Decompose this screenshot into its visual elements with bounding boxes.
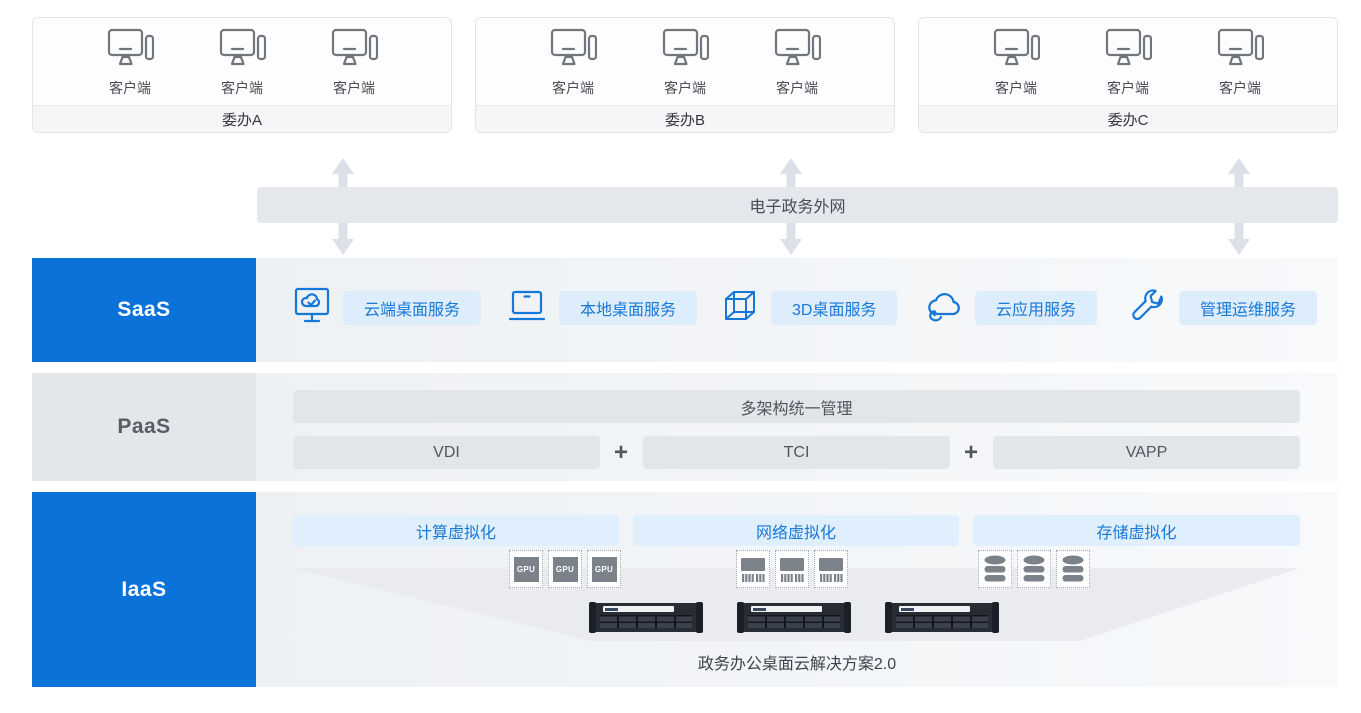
client-group-a-title: 委办A [33,105,451,132]
rack-server [737,602,851,633]
server-logo [605,607,618,611]
multi-arch-management-bar: 多架构统一管理 [293,390,1300,423]
rack-server [885,602,999,633]
client-device-icon [661,27,710,74]
gpu-chip-group: GPU GPU GPU [509,550,621,588]
client: 客户端 [773,27,822,98]
service-pill: 云端桌面服务 [343,291,482,325]
client-label: 客户端 [1107,80,1149,96]
laptop-icon [508,288,546,329]
client: 客户端 [1104,27,1153,98]
client-device-icon [1216,27,1265,74]
server-ear [885,602,892,633]
cloud-desktop-icon [294,286,330,331]
client-device-icon [773,27,822,74]
server-drive-bays [748,615,840,628]
storage-virtualization-bar: 存储虚拟化 [973,515,1300,546]
service-pill: 管理运维服务 [1179,291,1318,325]
service-3d-desktop: 3D桌面服务 [722,287,898,330]
vapp-bar: VAPP [993,436,1300,469]
client-label: 客户端 [333,80,375,96]
database-disk-icon [978,550,1012,588]
client-group-c-title: 委办C [919,105,1337,132]
network-card-icon [736,550,770,588]
service-pill: 3D桌面服务 [771,291,898,325]
rack-server [589,602,703,633]
vdi-bar: VDI [293,436,600,469]
database-disk-icon [1056,550,1090,588]
service-ops-management: 管理运维服务 [1130,287,1318,330]
cloud-app-icon [924,288,962,329]
client: 客户端 [661,27,710,98]
client-device-icon [330,27,379,74]
server-drive-bays [896,615,988,628]
nic-group [736,550,848,588]
server-label-strip [899,606,970,612]
server-ear [737,602,744,633]
gpu-chip-icon: GPU [509,550,543,588]
server-drive-bays [600,615,692,628]
client-group-b-title: 委办B [476,105,894,132]
service-pill: 本地桌面服务 [559,291,698,325]
solution-caption: 政务办公桌面云解决方案2.0 [697,656,897,673]
gpu-chip-icon: GPU [548,550,582,588]
gpu-chip-icon: GPU [587,550,621,588]
network-card-icon [814,550,848,588]
server-ear [696,602,703,633]
server-label-strip [603,606,674,612]
server-ear [992,602,999,633]
client-group-a: 客户端 客户端 客户端 委办A [32,17,452,133]
wrench-icon [1130,287,1166,330]
client-label: 客户端 [552,80,594,96]
client-group-c: 客户端 客户端 客户端 委办C [918,17,1338,133]
network-card-icon [775,550,809,588]
saas-layer-label: SaaS [32,258,256,362]
server-ear [844,602,851,633]
server-logo [753,607,766,611]
client-device-icon [549,27,598,74]
network-virtualization-bar: 网络虚拟化 [633,515,959,546]
service-local-desktop: 本地桌面服务 [508,288,698,329]
client-group-c-clients: 客户端 客户端 客户端 [919,18,1337,107]
client-label: 客户端 [109,80,151,96]
client-label: 客户端 [664,80,706,96]
client-device-icon [106,27,155,74]
service-cloud-desktop: 云端桌面服务 [294,287,482,327]
client-group-b: 客户端 客户端 客户端 委办B [475,17,895,133]
database-disk-icon [1017,550,1051,588]
client: 客户端 [330,27,379,98]
client-device-icon [1104,27,1153,74]
plus-separator: + [963,438,978,466]
client: 客户端 [992,27,1041,98]
server-ear [589,602,596,633]
client-group-b-clients: 客户端 客户端 客户端 [476,18,894,107]
client-group-a-clients: 客户端 客户端 客户端 [33,18,451,107]
compute-virtualization-bar: 计算虚拟化 [293,515,619,546]
tci-bar: TCI [643,436,950,469]
client-label: 客户端 [776,80,818,96]
client: 客户端 [218,27,267,98]
server-logo [901,607,914,611]
service-pill: 云应用服务 [975,291,1098,325]
client: 客户端 [549,27,598,98]
paas-layer-label: PaaS [32,373,256,481]
client: 客户端 [106,27,155,98]
client-label: 客户端 [1219,80,1261,96]
client-device-icon [218,27,267,74]
client: 客户端 [1216,27,1265,98]
storage-disk-group [978,550,1090,588]
client-device-icon [992,27,1041,74]
egov-extranet-bar: 电子政务外网 [257,187,1338,223]
service-cloud-app: 云应用服务 [924,288,1098,329]
iaas-layer-label: IaaS [32,492,256,687]
client-label: 客户端 [221,80,263,96]
cube-3d-icon [722,287,758,330]
plus-separator: + [613,438,628,466]
server-label-strip [751,606,822,612]
client-label: 客户端 [995,80,1037,96]
